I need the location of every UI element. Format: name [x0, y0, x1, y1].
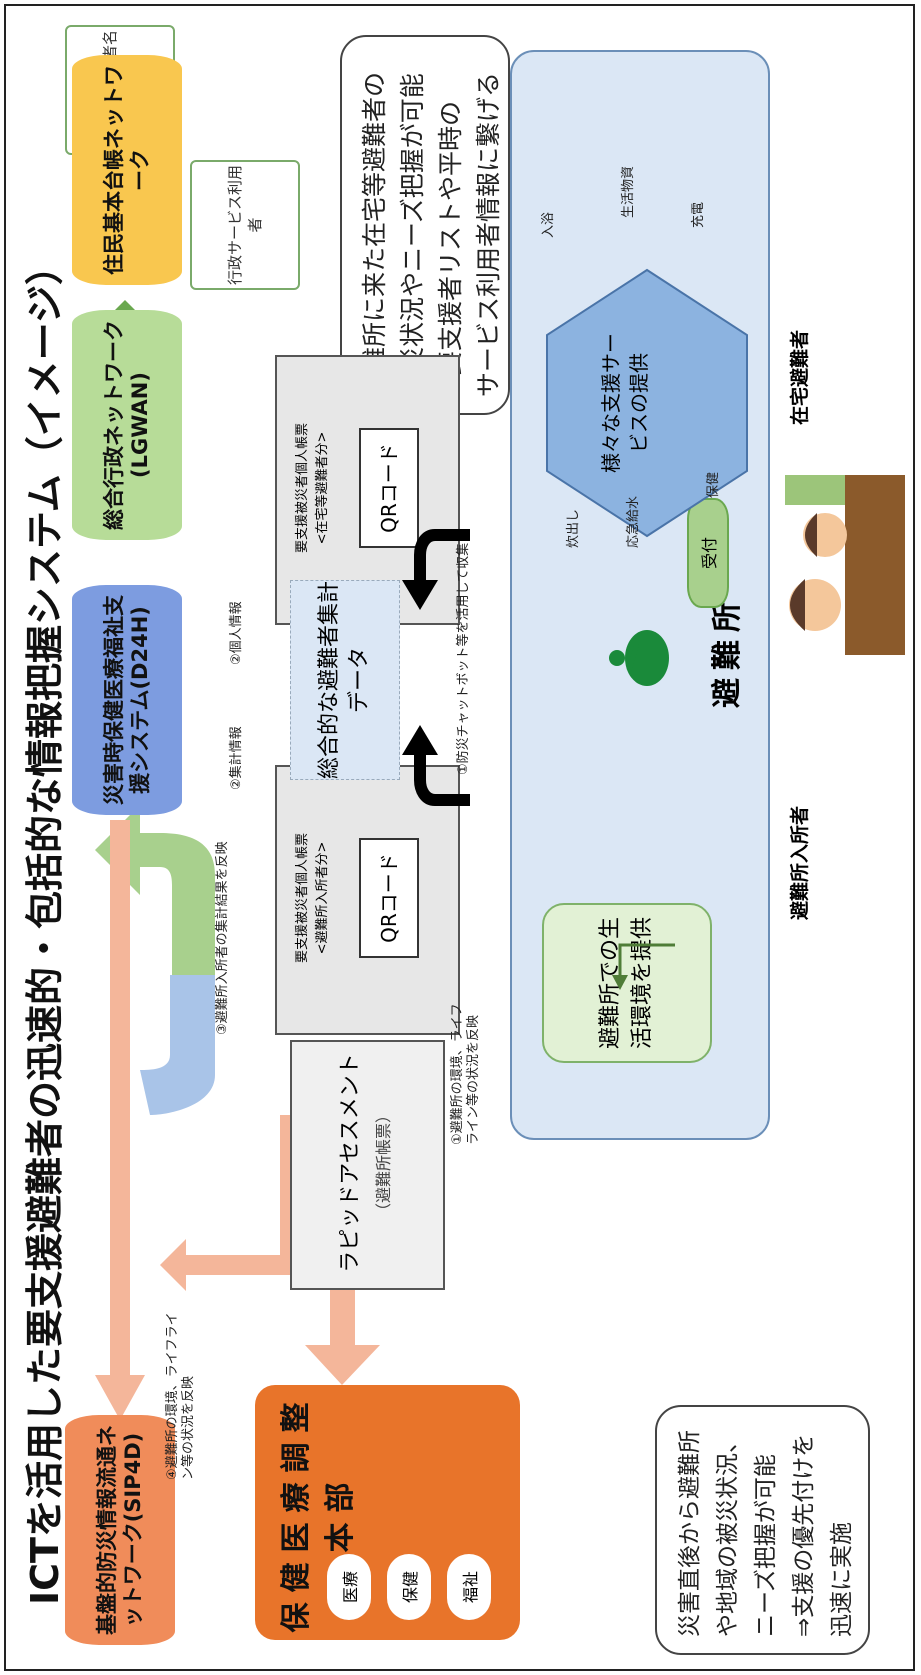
bottom-bubble-line-4: ⇒支援の優先付けを [791, 1433, 817, 1637]
resident-doc-head: 要支援被災者個人帳票 [295, 833, 310, 964]
aggregate-data-center: 総合的な避難者集計データ [290, 580, 400, 780]
hq-pill-health: 保健 [387, 1554, 431, 1620]
service-tag-bath: 入浴 [541, 211, 556, 238]
home-evacuee-label: 在宅避難者 [789, 329, 811, 425]
bottom-bubble-line-2: や地域の被災状況、 [715, 1430, 741, 1637]
service-tag-supplies: 生活物資 [621, 165, 636, 218]
label-reflect-3: ③避難所入所者の集計結果を反映 [215, 841, 230, 1035]
top-bubble-line-3: ⇒要支援者リストや平時の [436, 101, 465, 397]
juki-network: 住民基本台帳ネットワーク [72, 55, 182, 285]
d24h-system: 災害時保健医療福祉支援システム(D24H) [72, 585, 182, 815]
bottom-bubble-line-1: 災害直後から避難所 [677, 1430, 703, 1637]
resident-doc-sub: <避難所入所者分> [315, 841, 330, 955]
evacuees-illustration [785, 475, 905, 655]
page-title: ICTを活用した要支援避難者の迅速的・包括的な情報把握システム（イメージ） [23, 246, 67, 1605]
rapid-assessment-sub: （避難所帳票） [374, 1107, 393, 1220]
evacuee-icon [597, 618, 677, 698]
collect-arrows [402, 529, 470, 806]
admin-service-users-scroll: 行政サービス利用者 [190, 160, 300, 290]
bottom-info-bubble: 災害直後から避難所 や地域の被災状況、 ニーズ把握が可能 ⇒支援の優先付けを 迅… [655, 1405, 870, 1655]
resident-label: 避難所入所者 [789, 805, 811, 920]
evacuee-running-icon [609, 630, 669, 686]
rapid-assessment-title: ラピッドアセスメント [338, 1053, 363, 1273]
lgwan-network: 総合行政ネットワーク(LGWAN) [72, 310, 182, 540]
aggregate-info-arrow-body [140, 975, 215, 1115]
shelter-area: 避難所での生活環境を提供 避難所 受付 様々な支援サービスの提供 炊出し 入浴 … [510, 50, 770, 1140]
top-bubble-line-1: 避難所に来た在宅等避難者の [360, 71, 389, 397]
rapid-to-hq-arrow [305, 1280, 380, 1385]
top-bubble-line-4: サービス利用者情報に繋げる [474, 71, 503, 397]
aggregate-data-label: 総合的な避難者集計データ [317, 580, 372, 779]
service-tag-charging: 充電 [691, 201, 706, 228]
top-bubble-line-2: 被災状況やニーズ把握が可能 [398, 73, 427, 397]
d24h-to-sip4d-arrow [95, 820, 145, 1420]
diagram-frame [4, 4, 915, 1671]
bottom-bubble-line-5: 迅速に実施 [829, 1522, 855, 1637]
bottom-bubble-line-3: ニーズ把握が可能 [753, 1454, 779, 1637]
rapid-to-d24h-arrow [160, 1115, 300, 1291]
shelter-connectors [612, 943, 675, 990]
resident-qr-code: QRコード [359, 838, 419, 958]
hq-pill-welfare: 福祉 [447, 1554, 491, 1620]
hq-pill-medical: 医療 [327, 1554, 371, 1620]
sip4d-network: 基盤的防災情報流通ネットワーク(SIP4D) [65, 1415, 175, 1645]
label-personal-info: ②個人情報 [229, 601, 244, 665]
services-hexagon [546, 268, 748, 538]
label-aggregate-info: ②集計情報 [229, 726, 244, 790]
health-coordination-hq: 保健医療調整本部 医療 保健 福祉 [255, 1385, 520, 1640]
label-reflect-4: ④避難所の環境、ライフライン等の状況を反映 [165, 1312, 196, 1480]
